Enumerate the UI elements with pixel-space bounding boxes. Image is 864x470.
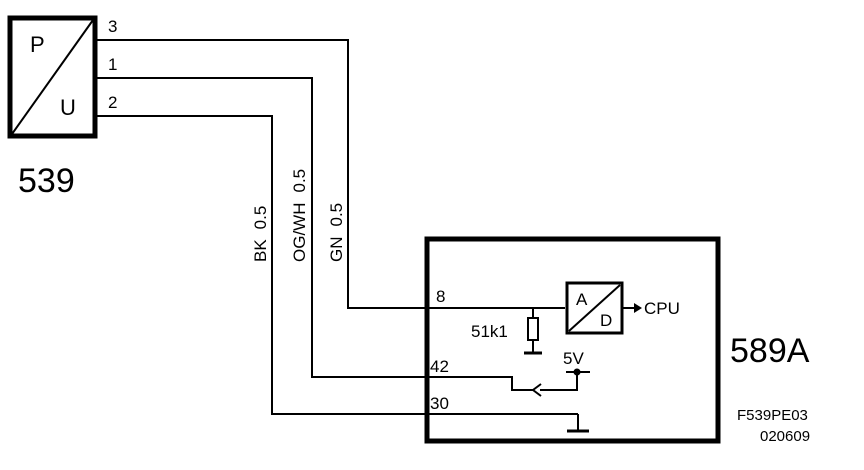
ecu-pin-42: 42: [430, 357, 449, 376]
sensor-id-label: 539: [18, 162, 75, 200]
wire-label-gn-size: 0.5: [327, 203, 346, 227]
ground-30: [567, 414, 589, 433]
ref-date: 020609: [760, 428, 810, 445]
supply-label: 5V: [563, 349, 584, 368]
ad-a-label: A: [576, 290, 588, 309]
sensor-u-label: U: [60, 95, 76, 120]
wire-og-wh: [95, 77, 533, 391]
wire-label-bk: BK 0.5: [251, 206, 270, 262]
ecu-589a: 589A 8 42 30 A D CPU 51k1 5V: [424, 236, 810, 444]
supply-5v: 5V: [531, 349, 590, 397]
wire-bk: [95, 115, 578, 415]
wire-label-bk-size: 0.5: [251, 206, 270, 230]
sensor-p-label: P: [30, 32, 45, 57]
sensor-539: P U 539 3 1 2: [7, 15, 117, 200]
wire-label-og-wh-color: OG/WH: [290, 203, 309, 263]
sensor-diagonal: [11, 19, 94, 135]
sensor-pin-2: 2: [108, 93, 117, 112]
cpu-label: CPU: [644, 299, 680, 318]
sensor-pin-1: 1: [108, 55, 117, 74]
resistor-label: 51k1: [471, 322, 508, 341]
wire-label-bk-color: BK: [251, 239, 270, 262]
wire-label-og-wh: OG/WH 0.5: [290, 169, 309, 262]
ecu-id-label: 589A: [730, 332, 810, 370]
wire-label-gn: GN 0.5: [327, 203, 346, 262]
sensor-pin-3: 3: [108, 17, 117, 36]
ad-d-label: D: [600, 311, 612, 330]
ad-diagonal: [568, 284, 621, 332]
cpu-arrow-head: [634, 303, 642, 313]
ad-converter: A D CPU: [565, 281, 680, 335]
wire-label-og-wh-size: 0.5: [290, 169, 309, 193]
ref-code: F539PE03: [737, 407, 808, 424]
wire-label-gn-color: GN: [327, 237, 346, 263]
reference: F539PE03 020609: [737, 407, 810, 445]
contact-arrow: [531, 383, 542, 397]
ecu-pin-30: 30: [430, 394, 449, 413]
wire-labels: GN 0.5 OG/WH 0.5 BK 0.5: [251, 169, 346, 262]
supply-contact: [540, 372, 578, 391]
resistor-body: [527, 317, 539, 341]
wire-gn: [95, 39, 565, 309]
resistor-51k1: 51k1: [471, 308, 542, 355]
ecu-pin-8: 8: [436, 287, 445, 306]
ecu-box: [424, 236, 721, 444]
